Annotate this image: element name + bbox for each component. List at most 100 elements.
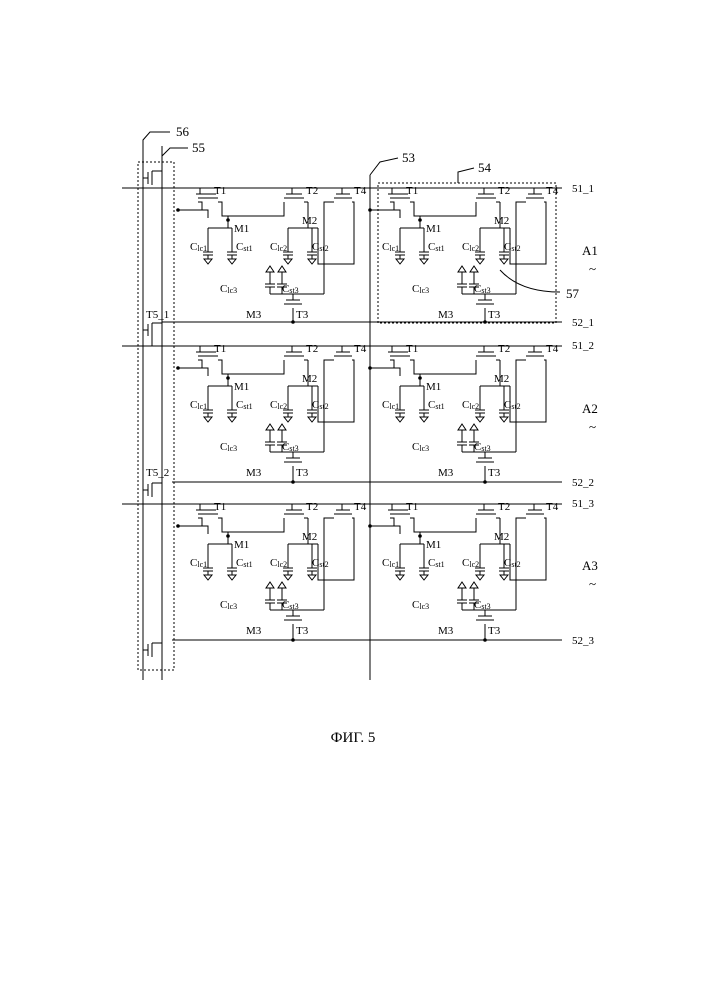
ground-icon bbox=[420, 259, 428, 264]
label-m2: M2 bbox=[494, 531, 509, 543]
label-52-3: 52_3 bbox=[572, 635, 595, 647]
label-t4: T4 bbox=[354, 185, 367, 197]
label-cst1: Cst1 bbox=[428, 399, 445, 411]
label-t2: T2 bbox=[498, 185, 510, 197]
label-clc3: Clc3 bbox=[220, 283, 237, 295]
wire bbox=[510, 360, 546, 422]
label-t2: T2 bbox=[306, 343, 318, 355]
label-cst1: Cst1 bbox=[236, 241, 253, 253]
label-cst2: Cst2 bbox=[312, 399, 329, 411]
area-label: A3 bbox=[582, 558, 598, 573]
label-m2: M2 bbox=[494, 373, 509, 385]
callout-57: 57 bbox=[566, 286, 580, 301]
area-label: A2 bbox=[582, 401, 598, 416]
label-t1: T1 bbox=[214, 343, 226, 355]
wire bbox=[198, 518, 202, 526]
arrow-up-icon bbox=[278, 582, 286, 588]
ground-icon bbox=[308, 259, 316, 264]
wire bbox=[198, 202, 202, 210]
label-cst3: Cst3 bbox=[474, 283, 491, 295]
label-m3: M3 bbox=[438, 467, 454, 479]
label-51-1: 51_1 bbox=[572, 183, 594, 195]
label-cst2: Cst2 bbox=[312, 241, 329, 253]
label-t4: T4 bbox=[546, 185, 559, 197]
label-m3: M3 bbox=[246, 467, 262, 479]
label-t1: T1 bbox=[406, 343, 418, 355]
label-t1: T1 bbox=[214, 185, 226, 197]
arrow-up-icon bbox=[266, 582, 274, 588]
area-tilde: ~ bbox=[589, 261, 596, 276]
wire bbox=[202, 210, 208, 218]
label-clc1: Clc1 bbox=[382, 557, 399, 569]
ground-icon bbox=[396, 417, 404, 422]
label-t3: T3 bbox=[488, 625, 501, 637]
label-m1: M1 bbox=[426, 539, 441, 551]
label-t1: T1 bbox=[406, 501, 418, 513]
label-clc3: Clc3 bbox=[412, 283, 429, 295]
callout-54: 54 bbox=[478, 160, 492, 175]
leader-55 bbox=[162, 146, 188, 156]
wire bbox=[198, 360, 202, 368]
ground-icon bbox=[228, 417, 236, 422]
arrow-up-icon bbox=[458, 424, 466, 430]
ground-icon bbox=[204, 575, 212, 580]
label-m1: M1 bbox=[426, 381, 441, 393]
callout-55: 55 bbox=[192, 140, 205, 155]
label-t4: T4 bbox=[546, 343, 559, 355]
ground-icon bbox=[284, 259, 292, 264]
label-m3: M3 bbox=[246, 625, 262, 637]
junction-dot bbox=[368, 524, 372, 528]
ground-icon bbox=[308, 575, 316, 580]
arrow-up-icon bbox=[278, 266, 286, 272]
wire bbox=[318, 202, 354, 264]
wire bbox=[394, 210, 400, 218]
label-cst3: Cst3 bbox=[282, 283, 299, 295]
wire bbox=[202, 368, 208, 376]
junction-dot bbox=[483, 638, 487, 642]
wire bbox=[390, 360, 394, 368]
label-t3: T3 bbox=[296, 467, 309, 479]
label-t2: T2 bbox=[498, 501, 510, 513]
leader-53 bbox=[370, 158, 398, 175]
junction-dot bbox=[291, 638, 295, 642]
wire bbox=[318, 518, 354, 580]
arrow-up-icon bbox=[470, 582, 478, 588]
label-m1: M1 bbox=[234, 539, 249, 551]
wire bbox=[394, 368, 400, 376]
label-cst1: Cst1 bbox=[236, 557, 253, 569]
wire bbox=[410, 202, 476, 216]
arrow-up-icon bbox=[458, 582, 466, 588]
arrow-up-icon bbox=[458, 266, 466, 272]
label-t4: T4 bbox=[354, 501, 367, 513]
ground-icon bbox=[500, 575, 508, 580]
ground-icon bbox=[228, 259, 236, 264]
ground-icon bbox=[476, 259, 484, 264]
label-cst3: Cst3 bbox=[282, 441, 299, 453]
junction-dot bbox=[483, 480, 487, 484]
label-cst2: Cst2 bbox=[504, 399, 521, 411]
label-m1: M1 bbox=[234, 381, 249, 393]
label-m1: M1 bbox=[426, 223, 441, 235]
label-clc2: Clc2 bbox=[270, 557, 287, 569]
arrow-up-icon bbox=[266, 266, 274, 272]
junction-dot bbox=[483, 320, 487, 324]
junction-dot bbox=[226, 218, 230, 222]
ground-icon bbox=[500, 417, 508, 422]
ground-icon bbox=[228, 575, 236, 580]
arrow-up-icon bbox=[266, 424, 274, 430]
label-51-2: 51_2 bbox=[572, 340, 594, 352]
ground-icon bbox=[284, 417, 292, 422]
label-m1: M1 bbox=[234, 223, 249, 235]
label-clc3: Clc3 bbox=[412, 441, 429, 453]
wire bbox=[218, 202, 284, 216]
wire bbox=[510, 518, 546, 580]
ground-icon bbox=[500, 259, 508, 264]
figure-caption: ФИГ. 5 bbox=[331, 730, 376, 746]
wire bbox=[202, 526, 208, 534]
wire bbox=[390, 202, 394, 210]
junction-dot bbox=[176, 208, 180, 212]
wire bbox=[394, 526, 400, 534]
label-t2: T2 bbox=[498, 343, 510, 355]
junction-dot bbox=[176, 524, 180, 528]
